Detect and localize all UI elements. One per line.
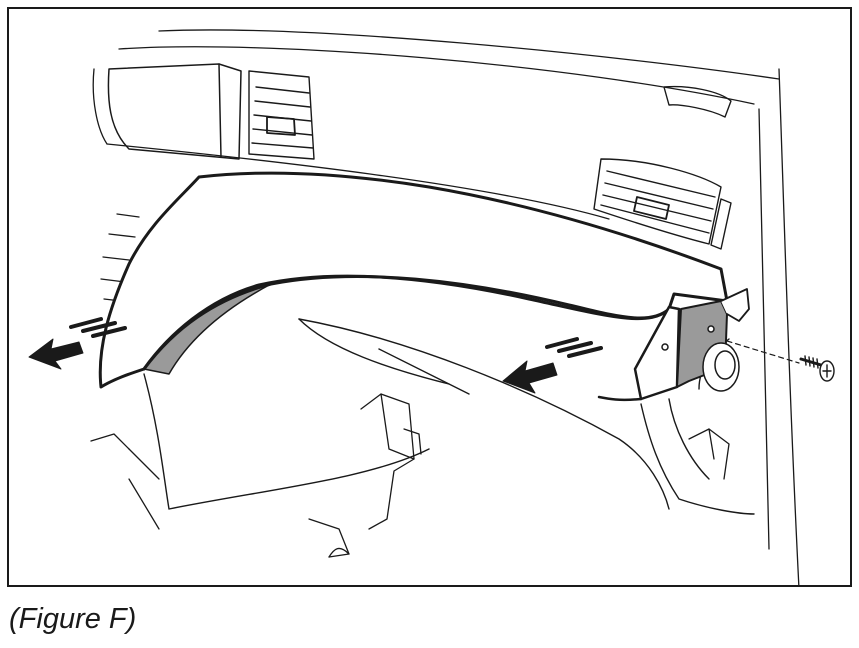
screw-icon: [799, 355, 835, 382]
panel-inner-edge: [142, 275, 671, 371]
dash-switch: [663, 85, 732, 118]
left-dash-edge: [100, 213, 140, 302]
center-air-vent: [248, 70, 315, 160]
dashboard-illustration: [28, 29, 835, 585]
passenger-air-vent: [593, 158, 732, 250]
panel-right-bracket: [597, 288, 750, 402]
screw-boss: [702, 342, 740, 392]
screw-guide-line: [726, 340, 800, 364]
center-display-recess: [107, 63, 242, 160]
figure-frame: [7, 7, 852, 587]
figure-caption: (Figure F): [9, 603, 137, 635]
pull-arrow-left-icon: [28, 317, 127, 370]
lower-bracket: [90, 393, 730, 558]
pull-arrow-right-icon: [502, 337, 603, 394]
